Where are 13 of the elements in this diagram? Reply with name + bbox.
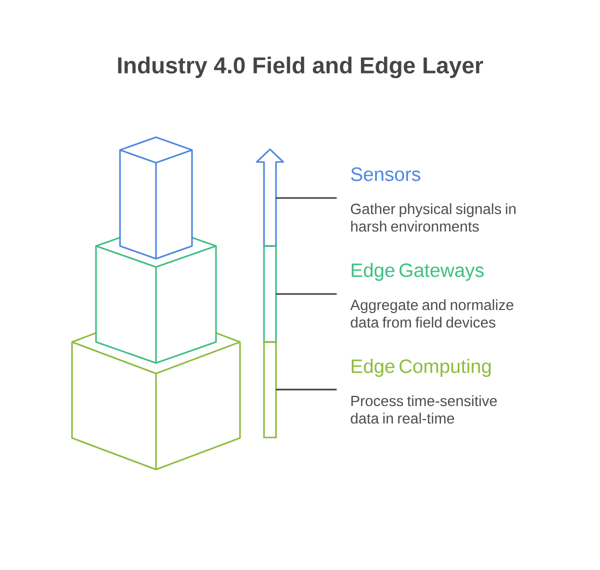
arrow-head-segment (256, 148, 284, 247)
leader-line (276, 388, 337, 390)
description: Gather physical signals in harsh environments (350, 203, 516, 232)
layer-heading: Sensors (351, 167, 420, 182)
description: Aggregate and normalize data from field devices (350, 299, 514, 328)
arrow-segment (263, 245, 277, 343)
title: Industry 4.0 Field and Edge Layer (118, 56, 484, 78)
arrow-segment (263, 341, 277, 438)
layer-heading: Edge Gateways (352, 262, 484, 281)
description: Process time-sensitive data in real-time (350, 395, 497, 424)
leader-line (276, 293, 337, 295)
layer-heading: Edge Computing (352, 358, 491, 377)
leader-line (276, 197, 337, 199)
